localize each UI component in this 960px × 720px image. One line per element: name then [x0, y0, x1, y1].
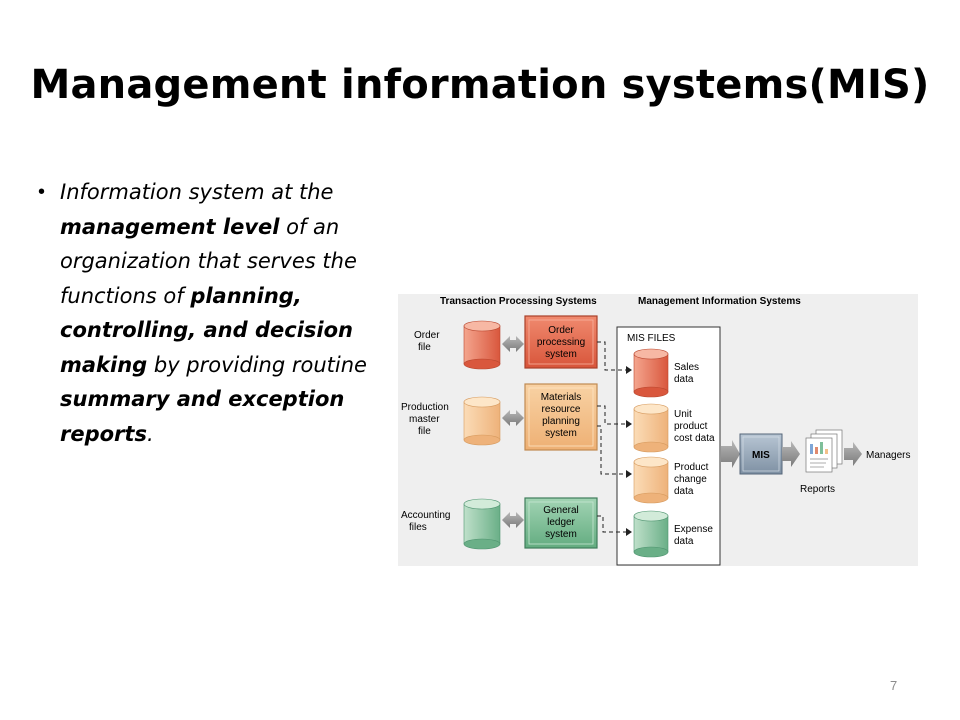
order-file-cylinder: [463, 320, 501, 370]
connector-arrowheads: [626, 366, 632, 536]
mis-box: MIS: [739, 433, 783, 475]
production-master-file-cylinder: [463, 396, 501, 446]
managers-label: Managers: [866, 450, 910, 461]
sales-data-cylinder: [633, 348, 669, 398]
bullet-text-part: Information system at the: [60, 180, 334, 204]
mis-diagram: Transaction Processing Systems Managemen…: [398, 294, 918, 566]
bullet-marker: •: [38, 181, 46, 203]
product-change-data-cylinder: [633, 456, 669, 504]
bullet-text-part: by providing routine: [147, 352, 367, 377]
bullet-text-part: .: [146, 421, 154, 446]
page-number: 7: [890, 678, 898, 693]
reports-icon: [805, 429, 843, 473]
mis-files-label: MIS FILES: [627, 333, 676, 344]
arrow-to-managers: [844, 442, 862, 466]
bullet-bold-reports: summary and exception reports: [60, 387, 345, 446]
arrow-to-reports: [782, 441, 800, 467]
bullet-bold-management-level: management level: [60, 214, 280, 239]
accounting-files-cylinder: [463, 498, 501, 550]
header-tps: Transaction Processing Systems: [440, 296, 597, 307]
arrow-to-mis: [721, 440, 740, 468]
bullet-text-part: of an organization that serves the funct…: [60, 214, 357, 308]
bullet-text: Information system at the management lev…: [60, 175, 378, 451]
mis-box-label: MIS: [752, 450, 770, 461]
bullet-bold-functions: planning, controlling, and decision maki…: [60, 283, 353, 377]
mis-diagram-svg: Transaction Processing Systems Managemen…: [401, 296, 910, 566]
reports-label: Reports: [800, 484, 835, 495]
unit-product-cost-data-cylinder: [633, 403, 669, 453]
slide-title: Management information systems(MIS): [30, 62, 930, 108]
double-arrow-accounting: [502, 512, 524, 528]
header-mis: Management Information Systems: [638, 296, 801, 307]
double-arrow-order: [502, 336, 524, 352]
expense-data-cylinder: [633, 510, 669, 558]
dashed-connectors: [597, 341, 626, 533]
double-arrow-production: [502, 410, 524, 426]
